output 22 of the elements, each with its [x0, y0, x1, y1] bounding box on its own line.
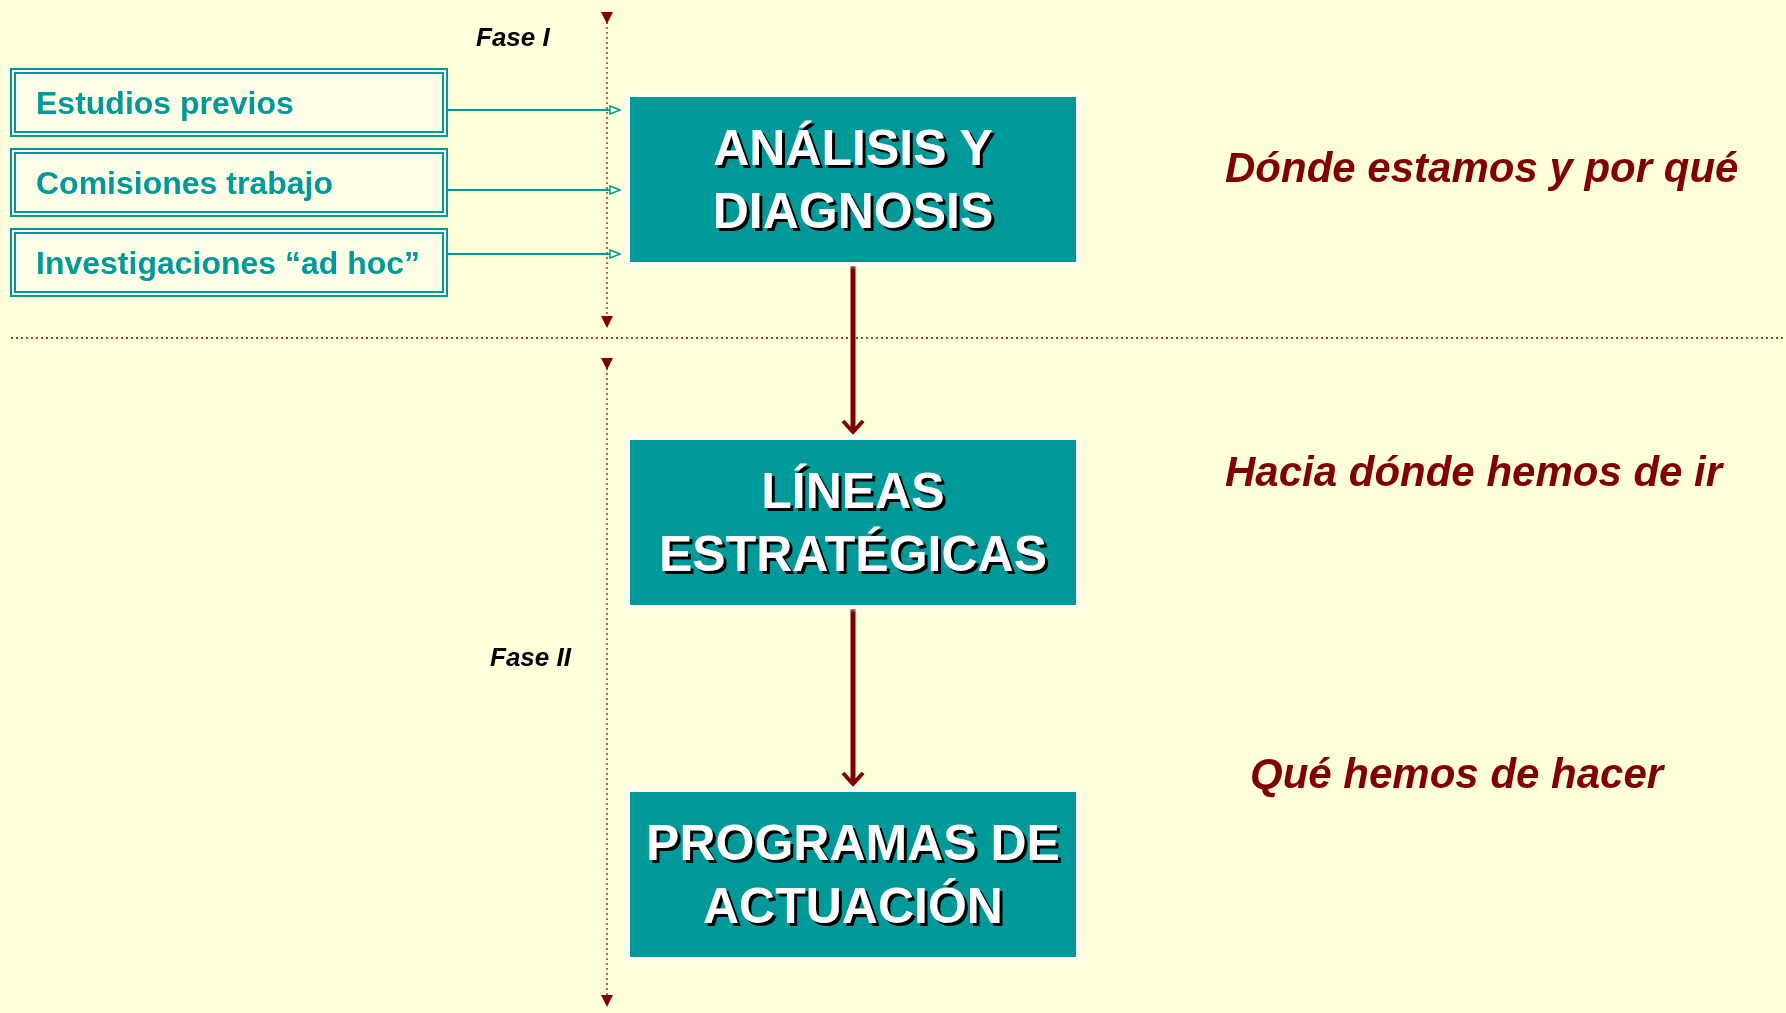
note-text: Dónde estamos y por qué: [1225, 143, 1739, 193]
note-text: Qué hemos de hacer: [1250, 749, 1664, 800]
box-title: LÍNEAS ESTRATÉGICAS: [658, 462, 1048, 584]
box-title: PROGRAMAS DE ACTUACIÓN: [645, 814, 1061, 936]
arrow: [447, 249, 621, 259]
phase-label: Fase II: [490, 641, 571, 674]
box-label: Investigaciones “ad hoc”: [36, 243, 422, 283]
box-label: Comisiones trabajo: [36, 163, 334, 203]
input-box: [10, 148, 448, 217]
box-title: ANÁLISIS Y DIAGNOSIS: [711, 119, 995, 241]
arrow: [841, 609, 865, 786]
arrow: [841, 266, 865, 434]
process-box: [626, 788, 1080, 961]
arrow: [447, 185, 621, 195]
arrow: [447, 105, 621, 115]
input-box: [10, 228, 448, 297]
phase-label: Fase I: [476, 21, 550, 54]
process-box: [626, 436, 1080, 609]
note-text: Hacia dónde hemos de ir: [1225, 447, 1723, 497]
input-box: [10, 68, 448, 137]
box-label: Estudios previos: [36, 83, 295, 123]
process-box: [626, 93, 1080, 266]
